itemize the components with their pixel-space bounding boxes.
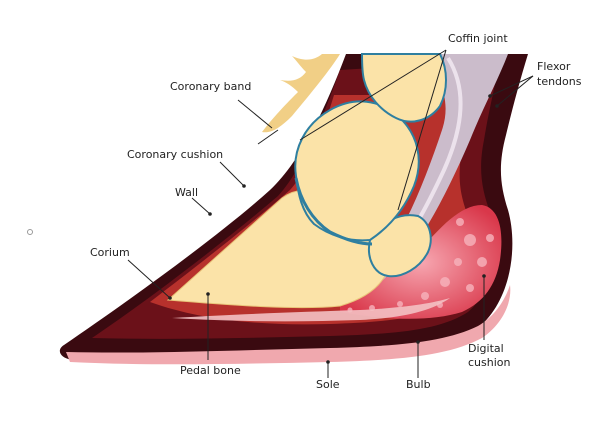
coffin-joint-leader-1 (299, 49, 447, 141)
label-digital-cushion-line1: Digital (468, 342, 504, 355)
label-pedal-bone: Pedal bone (180, 364, 241, 377)
label-bulb: Bulb (406, 378, 431, 391)
coronary-band-bracket (257, 129, 279, 145)
label-coronary-band: Coronary band (170, 80, 251, 93)
digital-cushion-dot (482, 274, 486, 278)
coronary-band-leader (237, 99, 273, 129)
bulb-dot (416, 340, 420, 344)
sole-rim (66, 285, 511, 365)
wall-dot (208, 212, 212, 216)
flexor-leader-2 (496, 75, 534, 107)
label-digital-cushion-line2: cushion (468, 356, 511, 369)
coronary-cushion-dot (242, 184, 246, 188)
label-flexor-line1: Flexor (537, 60, 571, 73)
hair-tuft (262, 54, 340, 133)
pedal-bone-dot (206, 292, 210, 296)
marker-circle (27, 229, 33, 235)
corium-leader (127, 259, 171, 299)
sole-laminae (172, 298, 450, 322)
label-coffin-joint: Coffin joint (448, 32, 508, 45)
sole-dot (326, 360, 330, 364)
long-pastern (360, 53, 447, 123)
coronary-cushion-leader (219, 161, 245, 187)
label-flexor-line2: tendons (537, 75, 582, 88)
flexor-dot-2 (495, 104, 499, 108)
corium-dot (168, 296, 172, 300)
label-coronary-cushion: Coronary cushion (127, 148, 223, 161)
flexor-dot-1 (488, 94, 492, 98)
flexor-tendons (346, 54, 508, 296)
label-wall: Wall (175, 186, 198, 199)
coffin-joint-cartilage (294, 177, 373, 246)
coffin-joint-leader-2 (397, 49, 447, 211)
short-pastern (294, 100, 420, 242)
label-sole: Sole (316, 378, 340, 391)
label-corium: Corium (90, 246, 130, 259)
flexor-leader-1 (489, 75, 534, 97)
wall-leader (191, 197, 211, 215)
navicular-bone (368, 214, 432, 278)
